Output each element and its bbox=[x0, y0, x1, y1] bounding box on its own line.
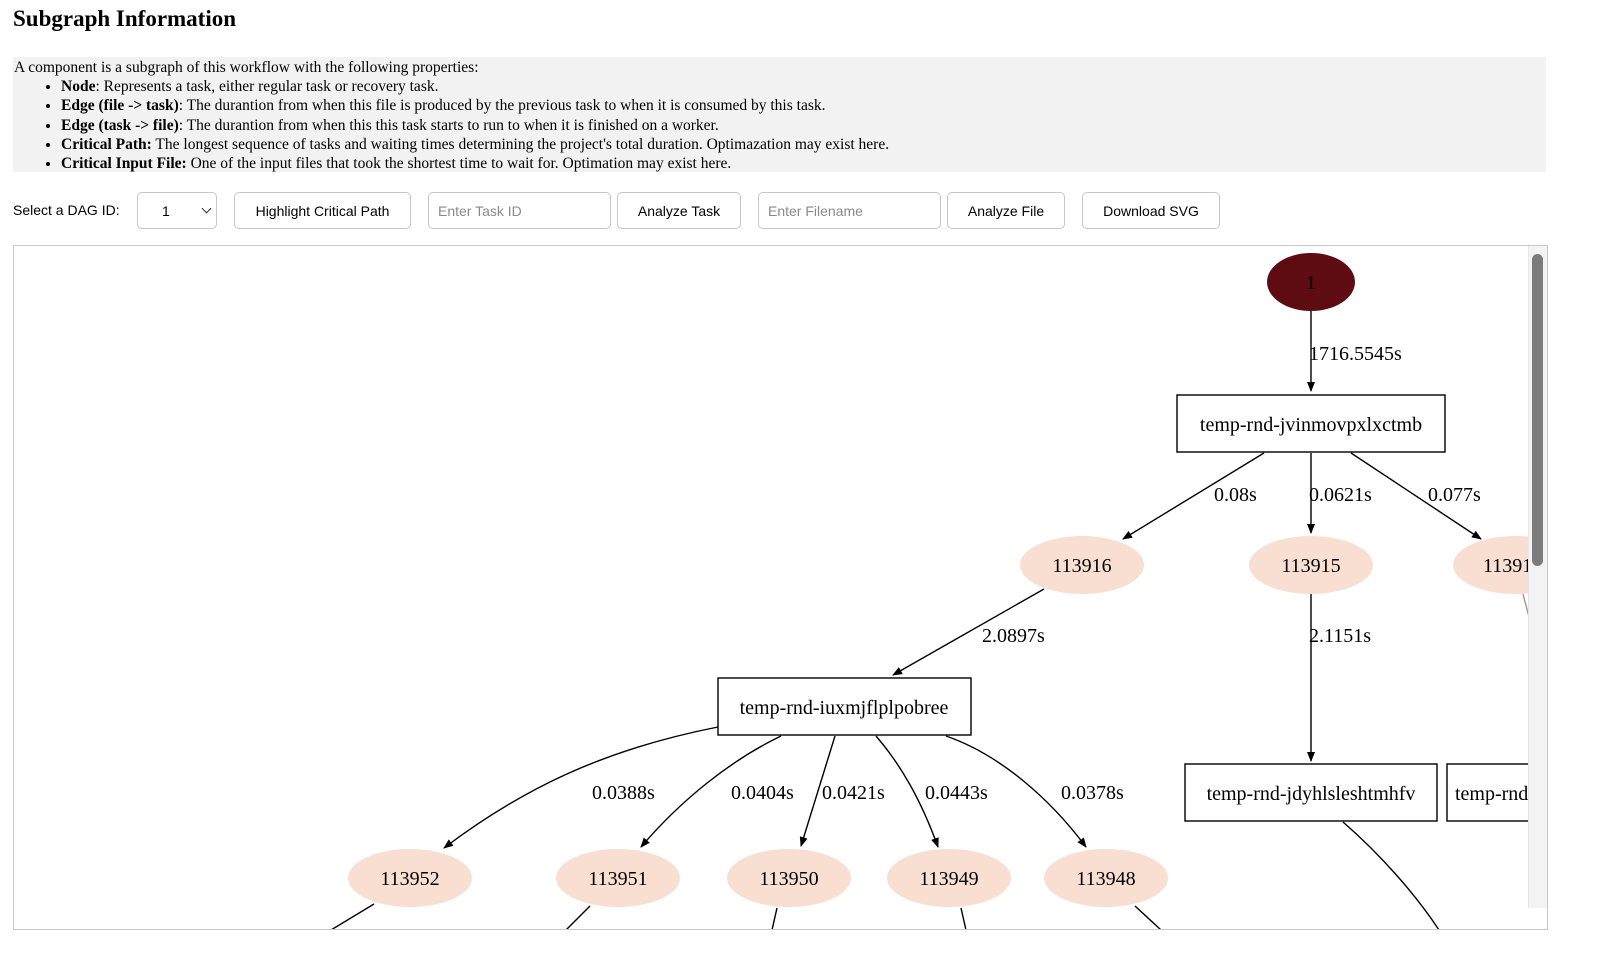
task-label: 113952 bbox=[380, 868, 439, 890]
edge-label: 0.0443s bbox=[925, 782, 988, 804]
task-node-113952[interactable] bbox=[348, 849, 472, 907]
task-label: 113916 bbox=[1052, 555, 1111, 577]
info-item-critical-input-file: Critical Input File: One of the input fi… bbox=[61, 154, 1546, 173]
task-node-113916[interactable] bbox=[1020, 536, 1144, 594]
vertical-scrollbar[interactable] bbox=[1528, 246, 1547, 908]
dag-graph[interactable]: 1 temp-rnd-jvinmovpxlxctmb temp-rnd-iuxm… bbox=[14, 246, 1547, 929]
task-id-input[interactable]: Enter Task ID bbox=[428, 192, 611, 229]
info-term: Critical Path: bbox=[61, 135, 152, 153]
task-node-113915[interactable] bbox=[1249, 536, 1373, 594]
edge-113950-down bbox=[771, 907, 778, 929]
task-label: 113949 bbox=[919, 868, 978, 890]
info-term: Edge (task -> file) bbox=[61, 116, 179, 134]
edge-label: 0.077s bbox=[1428, 484, 1481, 506]
file-label: temp-rnd- bbox=[1455, 783, 1535, 805]
edge-iux-113950 bbox=[799, 735, 836, 847]
edge-label: 0.08s bbox=[1214, 484, 1257, 506]
task-label: 113948 bbox=[1076, 868, 1135, 890]
info-item-node: Node: Represents a task, either regular … bbox=[61, 77, 1546, 96]
page-title: Subgraph Information bbox=[13, 6, 237, 31]
edge-jvin-113916 bbox=[1122, 452, 1265, 540]
dag-id-value: 1 bbox=[162, 202, 170, 219]
dag-id-select[interactable]: 1 bbox=[137, 192, 217, 229]
task-node-113951[interactable] bbox=[556, 849, 680, 907]
task-label: 113951 bbox=[588, 868, 647, 890]
info-desc: : The durantion from when this this task… bbox=[178, 116, 719, 134]
edge-113951-down bbox=[566, 905, 591, 929]
graph-viewport[interactable]: 1 temp-rnd-jvinmovpxlxctmb temp-rnd-iuxm… bbox=[13, 245, 1548, 930]
highlight-critical-path-button[interactable]: Highlight Critical Path bbox=[234, 192, 411, 229]
edge-label: 2.1151s bbox=[1309, 625, 1371, 647]
root-task-label: 1 bbox=[1306, 272, 1316, 294]
edge-label: 1716.5545s bbox=[1309, 343, 1402, 365]
info-desc: : The durantion from when this file is p… bbox=[178, 97, 826, 115]
edge-iux-113948 bbox=[945, 735, 1087, 848]
chevron-down-icon bbox=[201, 203, 212, 214]
info-list: Node: Represents a task, either regular … bbox=[14, 77, 1546, 173]
edge-label: 0.0388s bbox=[592, 782, 655, 804]
task-label: 113950 bbox=[759, 868, 818, 890]
task-label: 11391 bbox=[1483, 555, 1532, 577]
info-desc: One of the input files that took the sho… bbox=[186, 155, 732, 173]
file-node-jvinmovpxlxctmb[interactable] bbox=[1176, 394, 1446, 453]
filename-input[interactable]: Enter Filename bbox=[758, 192, 941, 229]
file-label: temp-rnd-jdyhlsleshtmhfv bbox=[1207, 783, 1416, 805]
info-desc: : Represents a task, either regular task… bbox=[95, 78, 439, 96]
edge-113948-down bbox=[1134, 905, 1161, 929]
info-item-critical-path: Critical Path: The longest sequence of t… bbox=[61, 135, 1546, 154]
edge-label: 0.0421s bbox=[822, 782, 885, 804]
task-node-113950[interactable] bbox=[727, 849, 851, 907]
file-node-iuxmjflplpobree[interactable] bbox=[717, 677, 972, 736]
edge-113916-iux bbox=[892, 588, 1045, 676]
file-label: temp-rnd-iuxmjflplpobree bbox=[740, 697, 949, 719]
root-task-node[interactable] bbox=[1267, 253, 1355, 311]
task-node-113914[interactable] bbox=[1453, 536, 1547, 594]
info-item-edge-task-file: Edge (task -> file): The durantion from … bbox=[61, 116, 1546, 135]
task-node-113948[interactable] bbox=[1044, 849, 1168, 907]
download-svg-button[interactable]: Download SVG bbox=[1082, 192, 1220, 229]
edge-jdy-down bbox=[1342, 821, 1440, 929]
file-label: temp-rnd-jvinmovpxlxctmb bbox=[1200, 414, 1422, 436]
edge-iux-113952 bbox=[443, 726, 719, 849]
analyze-task-button[interactable]: Analyze Task bbox=[617, 192, 741, 229]
info-desc: The longest sequence of tasks and waitin… bbox=[151, 135, 890, 153]
info-intro: A component is a subgraph of this workfl… bbox=[14, 59, 479, 76]
analyze-file-button[interactable]: Analyze File bbox=[947, 192, 1065, 229]
scrollbar-thumb[interactable] bbox=[1532, 254, 1543, 566]
edge-iux-113949 bbox=[875, 735, 939, 848]
edge-label: 0.0621s bbox=[1309, 484, 1372, 506]
file-node-jdyhlsleshtmhfv[interactable] bbox=[1184, 763, 1438, 822]
task-label: 113915 bbox=[1281, 555, 1340, 577]
info-item-edge-file-task: Edge (file -> task): The durantion from … bbox=[61, 96, 1546, 115]
task-node-113949[interactable] bbox=[887, 849, 1011, 907]
info-term: Node bbox=[61, 78, 96, 96]
info-term: Critical Input File: bbox=[61, 155, 187, 173]
edge-iux-113951 bbox=[640, 735, 782, 848]
info-term: Edge (file -> task) bbox=[61, 97, 179, 115]
edge-113949-down bbox=[960, 907, 967, 929]
info-panel: A component is a subgraph of this workfl… bbox=[13, 57, 1546, 172]
edge-label: 0.0404s bbox=[731, 782, 794, 804]
edge-label: 2.0897s bbox=[982, 625, 1045, 647]
edge-label: 0.0378s bbox=[1061, 782, 1124, 804]
dag-select-label: Select a DAG ID: bbox=[13, 202, 120, 218]
edge-113952-down bbox=[331, 903, 375, 929]
edge-jvin-113914 bbox=[1350, 452, 1482, 540]
